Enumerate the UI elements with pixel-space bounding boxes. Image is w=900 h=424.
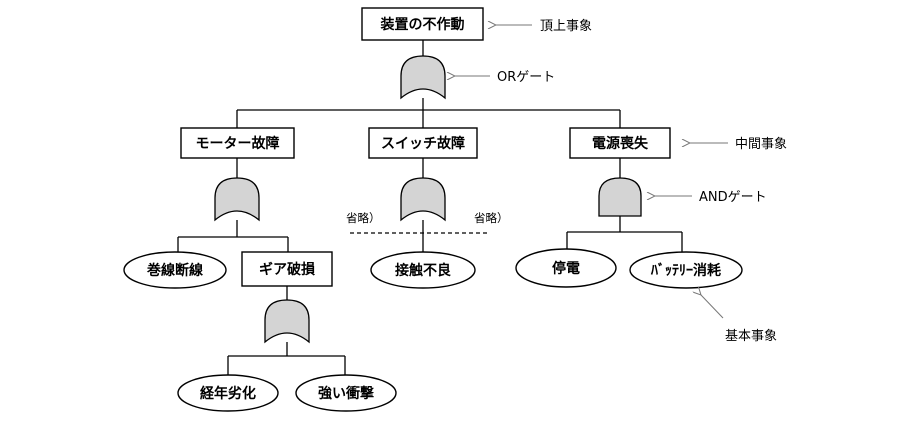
or-gate-top [400,55,446,100]
and-gate-power [598,177,642,217]
or-gate-motor [214,177,260,222]
battery-drain-label: ﾊﾞｯﾃﾘｰ消耗 [650,262,721,279]
impact-event: 強い衝撃 [295,374,397,412]
switch-fault-label: スイッチ故障 [381,135,465,152]
outage-label: 停電 [552,260,580,277]
aging-label: 経年劣化 [200,385,256,402]
impact-label: 強い衝撃 [318,385,374,402]
top-event-annotation: 頂上事象 [540,19,592,34]
outage-event: 停電 [515,248,617,288]
top-event-box: 装置の不作動 [361,7,484,41]
or-gate-annotation: ORゲート [497,70,555,85]
connector-lines [177,40,683,376]
gear-damage-box: ギア破損 [241,251,333,287]
switch-fault-box: スイッチ故障 [368,127,478,159]
battery-drain-event: ﾊﾞｯﾃﾘｰ消耗 [629,251,743,289]
basic-events: 巻線断線 接触不良 停電 ﾊﾞｯﾃﾘｰ消耗 経年劣化 強い衝撃 [123,248,743,412]
motor-fault-box: モーター故障 [180,127,295,159]
contact-failure-label: 接触不良 [395,262,451,279]
power-loss-box: 電源喪失 [569,127,671,159]
gates [214,55,642,344]
omitted-right-label: 省略） [474,211,509,225]
basic-event-annotation: 基本事象 [725,329,777,344]
gear-damage-label: ギア破損 [259,261,316,278]
aging-event: 経年劣化 [177,374,279,412]
or-gate-switch [400,177,446,222]
annotations: 頂上事象 ORゲート 中間事象 ANDゲート 基本事象 [455,19,787,344]
basic-event-arrow [701,295,724,319]
contact-failure-event: 接触不良 [370,251,476,289]
power-loss-label: 電源喪失 [592,135,649,152]
and-gate-annotation: ANDゲート [699,190,767,205]
omitted-left-label: 省略） [346,211,381,225]
intermediate-annotation: 中間事象 [735,137,787,152]
motor-fault-label: モーター故障 [196,135,280,152]
top-event-label: 装置の不作動 [380,16,465,33]
coil-break-event: 巻線断線 [123,251,227,289]
coil-break-label: 巻線断線 [147,262,203,279]
event-boxes: 装置の不作動 モーター故障 スイッチ故障 電源喪失 ギア破損 [180,7,671,287]
or-gate-gear [264,299,310,344]
